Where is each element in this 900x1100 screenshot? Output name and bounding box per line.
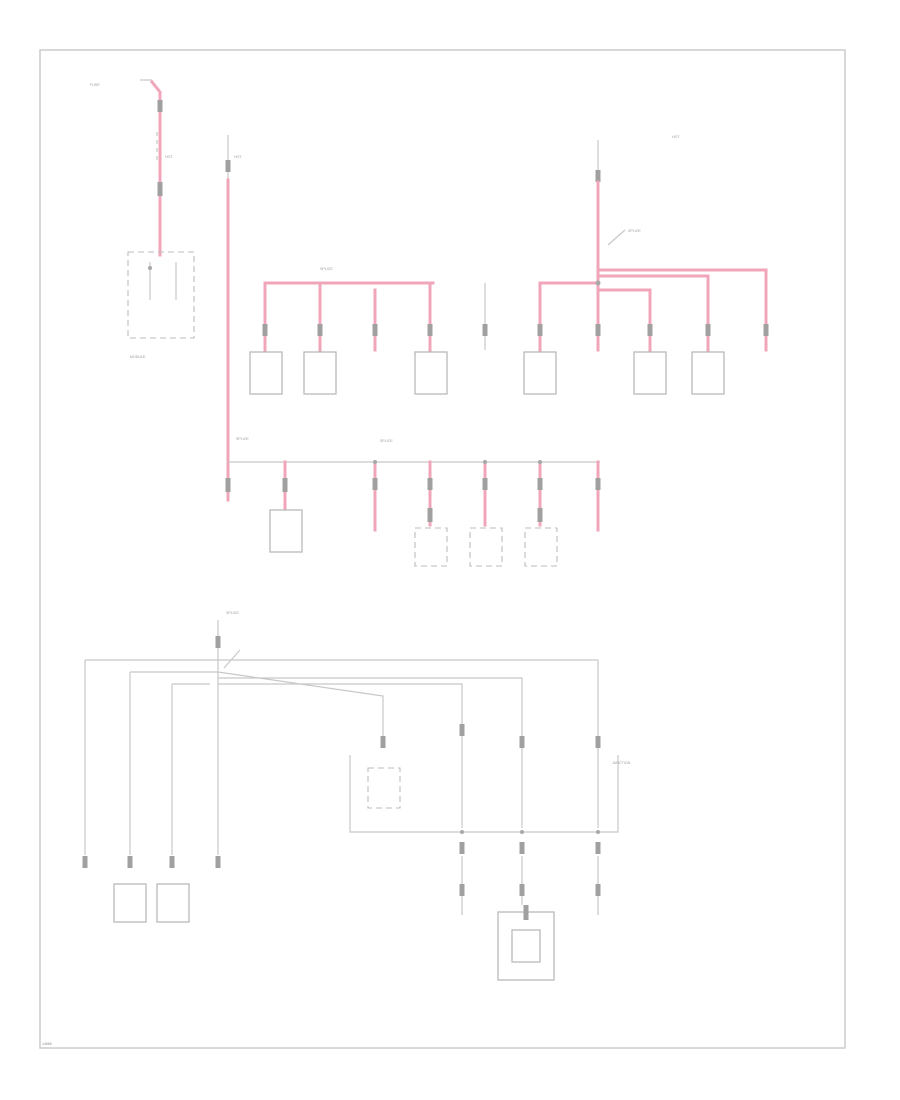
main-feed-left: HOT: [225, 135, 242, 467]
ground-distribution: SPLICE: [82, 611, 601, 923]
diagram-frame: [39, 49, 846, 1049]
svg-text:SPLICE: SPLICE: [226, 611, 239, 615]
svg-text:SPLICE: SPLICE: [380, 439, 393, 443]
svg-text:HOT: HOT: [234, 155, 242, 159]
diagram-code: 14688: [42, 1042, 52, 1046]
svg-text:SPLICE: SPLICE: [320, 267, 333, 271]
splice-group-1: SPLICE: [249, 267, 448, 395]
middle-bus: SPLICE SPLICE: [225, 437, 601, 567]
svg-text:JUNCTION: JUNCTION: [612, 761, 631, 765]
svg-text:SPLICE: SPLICE: [236, 437, 249, 441]
svg-text:SPLICE: SPLICE: [628, 229, 641, 233]
svg-text:HOT: HOT: [165, 155, 173, 159]
svg-text:FUSE: FUSE: [90, 83, 100, 87]
svg-text:HOT: HOT: [672, 135, 680, 139]
svg-text:MODULE: MODULE: [130, 355, 146, 359]
junction-block: JUNCTION: [349, 755, 631, 981]
power-source-branch: FUSE HOT MODULE: [90, 79, 195, 359]
splice-group-2: SPLICE HOT: [523, 135, 769, 395]
